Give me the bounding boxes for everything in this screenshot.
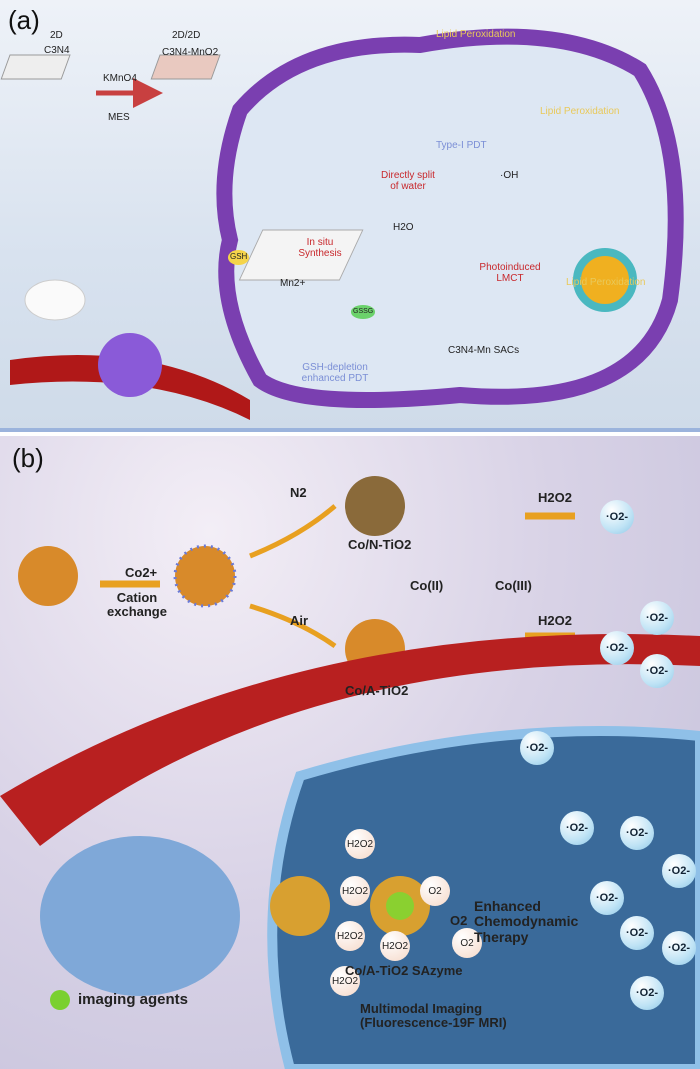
h2o2-bubble: H2O2	[335, 921, 365, 951]
o2-bubble: O2	[420, 876, 450, 906]
c3n4-label: C3N4	[44, 45, 70, 56]
product-top: 2D/2D	[172, 30, 201, 41]
imaging-agent-icon	[50, 990, 70, 1010]
h2o2-bubble: H2O2	[340, 876, 370, 906]
panel-a-illustration	[0, 28, 684, 420]
co-a-tio2-label: Co/A-TiO2	[345, 683, 409, 698]
co-n-tio2-particle	[345, 476, 405, 536]
insitu-label: In situ Synthesis	[298, 237, 342, 259]
arrow	[249, 504, 337, 559]
o2-label: O2	[450, 913, 468, 928]
h2o2-label-top: H2O2	[538, 490, 572, 505]
tumor	[40, 836, 240, 996]
h2o2-bubble: H2O2	[330, 966, 360, 996]
product-label: C3N4-MnO2	[162, 47, 219, 58]
co-exchanged-particle	[173, 544, 237, 608]
n2-label: N2	[290, 485, 307, 500]
panel-a-label: (a)	[8, 5, 40, 35]
mno2-sheet	[150, 54, 221, 80]
blood-vessel	[10, 355, 250, 420]
h2o-label: H2O	[393, 222, 414, 233]
superoxide-bubble: ·O2-	[620, 916, 654, 950]
incoming-particle	[270, 876, 330, 936]
lmct-label: Photoinduced LMCT	[479, 262, 541, 284]
sacs-label: C3N4-Mn SACs	[448, 345, 520, 356]
panel-b: (b) Co2+ Cation exchange N2 Air Co/N-TiO…	[0, 436, 700, 1069]
superoxide-bubble: ·O2-	[640, 601, 674, 635]
superoxide-bubble: ·O2-	[600, 631, 634, 665]
cation-exchange-label: Cation exchange	[107, 590, 167, 620]
c3n4-sheet	[0, 54, 71, 80]
air-label: Air	[290, 613, 309, 628]
c3n4-top: 2D	[50, 30, 63, 41]
h2o2-bubble: H2O2	[380, 931, 410, 961]
sazyme-label: Co/A-TiO2 SAzyme	[345, 963, 463, 978]
lipid-label-3: Lipid Peroxidation	[566, 277, 646, 288]
imaging-label: Multimodal Imaging (Fluorescence-19F MRI…	[360, 1001, 507, 1031]
superoxide-bubble: ·O2-	[620, 816, 654, 850]
superoxide-bubble: ·O2-	[662, 854, 696, 888]
co2-label: Co2+	[125, 565, 158, 580]
superoxide-bubble: ·O2-	[662, 931, 696, 965]
sazyme-core	[386, 892, 414, 920]
arrow	[249, 603, 337, 649]
gsh-bubble: GSH	[228, 250, 250, 265]
superoxide-bubble: ·O2-	[560, 811, 594, 845]
type1-pdt-label: Type-I PDT	[436, 140, 487, 151]
imaging-agents-legend: imaging agents	[78, 991, 189, 1008]
co-iii-legend: Co(III)	[495, 578, 532, 593]
superoxide-bubble: ·O2-	[630, 976, 664, 1010]
lipid-label-2: Lipid Peroxidation	[540, 106, 620, 117]
co-ii-legend: Co(II)	[410, 578, 444, 593]
therapy-label: Enhanced Chemodynamic Therapy	[474, 898, 579, 945]
nucleus	[573, 248, 637, 312]
tio2-particle	[18, 546, 78, 606]
panel-b-label: (b)	[12, 443, 44, 473]
tumor	[98, 333, 162, 397]
superoxide-bubble: ·O2-	[640, 654, 674, 688]
panel-a: (a) 2D C3N4 KMnO4 MES 2D/2D C3N4-MnO2 Li…	[0, 0, 700, 432]
superoxide-bubble: ·O2-	[590, 881, 624, 915]
sacs-sheet	[238, 229, 364, 281]
oh-label: ·OH	[500, 170, 519, 181]
mes-label: MES	[108, 112, 130, 123]
lipid-label-1: Lipid Peroxidation	[436, 29, 516, 40]
split-label: Directly split of water	[381, 170, 435, 192]
co-n-tio2-label: Co/N-TiO2	[348, 537, 412, 552]
gssg-bubble: GSSG	[351, 305, 376, 319]
mouse	[24, 279, 86, 321]
h2o2-label-mid: H2O2	[538, 613, 572, 628]
superoxide-bubble: ·O2-	[520, 731, 554, 765]
superoxide-bubble: ·O2-	[600, 500, 634, 534]
mn-label: Mn2+	[280, 278, 306, 289]
o2-bubble: O2	[452, 928, 482, 958]
h2o2-bubble: H2O2	[345, 829, 375, 859]
cell-membrane	[216, 28, 684, 408]
depletion-label: GSH-depletion enhanced PDT	[301, 362, 369, 384]
kmno4-label: KMnO4	[103, 73, 137, 84]
